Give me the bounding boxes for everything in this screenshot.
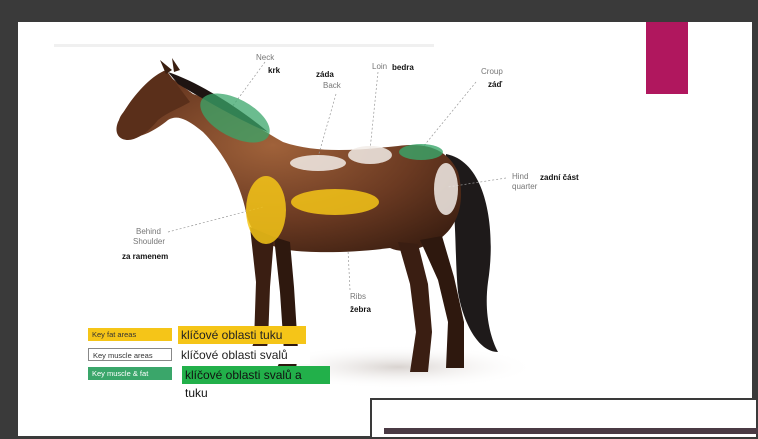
window-edge [0, 12, 18, 439]
legend-muscle-en: Key muscle areas [88, 348, 172, 361]
legend-muscle-fat-en: Key muscle & fat areas [88, 367, 172, 380]
next-slide-thumbnail[interactable] [370, 398, 758, 439]
loin-label-cz: bedra [392, 63, 414, 73]
legend-fat-cz: klíčové oblasti tuku [178, 326, 306, 344]
leader-line-croup [423, 82, 476, 147]
presentation-slide[interactable]: Neck krk záda Back Loin bedra Croup záď … [18, 22, 752, 436]
leader-line-loin [370, 72, 378, 150]
legend-muscle-fat-cz: klíčové oblasti svalů a tuku [182, 366, 330, 384]
neck-label-cz: krk [268, 66, 280, 76]
shoulder-label-en-2: Shoulder [133, 237, 165, 247]
ribs-area [291, 189, 379, 215]
back-label-cz: záda [316, 70, 334, 80]
loin-label-en: Loin [372, 62, 387, 72]
shoulder-label-cz: za ramenem [122, 252, 168, 262]
next-slide-title-bar [384, 428, 758, 434]
croup-area [399, 144, 443, 160]
legend-muscle-cz: klíčové oblasti svalů [178, 346, 310, 364]
loin-area [348, 146, 392, 164]
hind-label-en-1: Hind [512, 172, 528, 182]
back-area [290, 155, 346, 171]
hind-quarter-area [434, 163, 458, 215]
legend-fat-en: Key fat areas [88, 328, 172, 341]
back-label-en: Back [323, 81, 341, 91]
leader-line-ribs [348, 250, 350, 290]
shoulder-label-en-1: Behind [136, 227, 161, 237]
horse-ear [160, 60, 172, 74]
behind-shoulder-area [246, 176, 286, 244]
horse-ear [172, 58, 180, 72]
ribs-label-cz: žebra [350, 305, 371, 315]
croup-label-en: Croup [481, 67, 503, 77]
window-frame [0, 0, 758, 12]
hind-label-cz: zadní část [540, 173, 579, 183]
hind-label-en-2: quarter [512, 182, 537, 192]
croup-label-cz: záď [488, 80, 502, 90]
neck-label-en: Neck [256, 53, 274, 63]
leader-line-back [318, 94, 336, 157]
ribs-label-en: Ribs [350, 292, 366, 302]
